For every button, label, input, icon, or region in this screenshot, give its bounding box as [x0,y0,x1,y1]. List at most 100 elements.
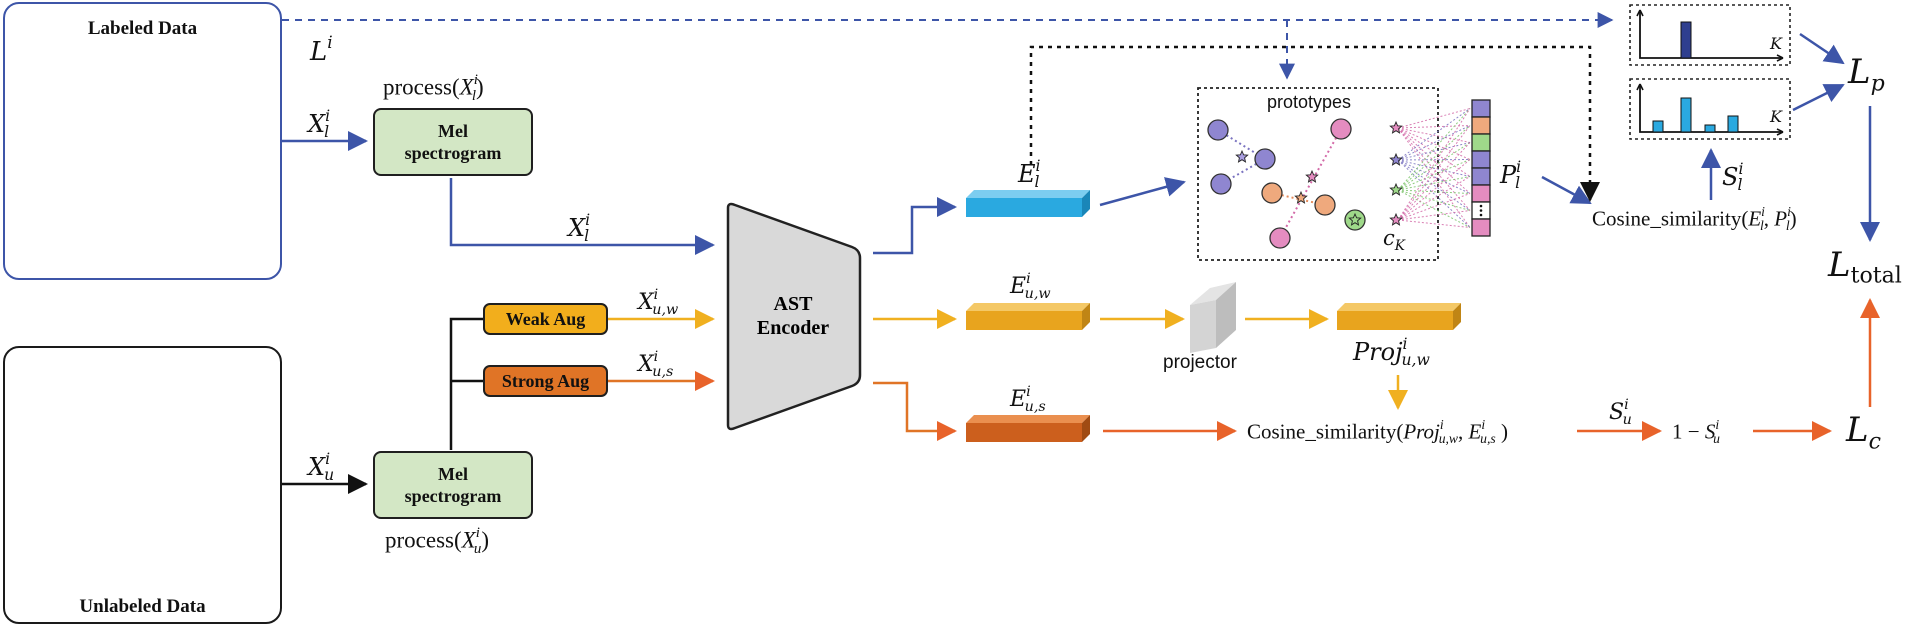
proj-embedding-bar [1337,303,1461,330]
label-S-u: Siu [1609,397,1632,428]
prototype-edge [1279,128,1342,239]
prototype-fan-edge [1397,142,1471,221]
El-to-prototypes-arrow [1099,177,1186,207]
ast-encoder-shape [726,202,862,431]
label-c-K: cK [1383,226,1405,254]
class-prototype-star-icon [1389,212,1403,226]
prototype-node [1261,182,1283,204]
El-dotted-arrow [1029,45,1600,202]
prototype-fan-edge [1397,127,1471,177]
labeled-data-title: Labeled Data [87,18,198,39]
centroid-star-icon [1348,212,1362,226]
prototype-node [1207,119,1229,141]
prototype-cell [1471,184,1491,203]
mel-to-encoder-arrow [449,178,715,255]
label-X-l-mid: Xil [568,211,591,246]
prototype-fan-edge [1397,159,1471,194]
prototype-fan-edge [1397,127,1471,228]
mel-spectrogram-labeled: Mel spectrogram [373,108,533,176]
prototype-fan-edge [1397,142,1471,161]
unlabeled-data-title: Unlabeled Data [79,596,206,617]
label-X-uw: Xiu,w [638,287,679,318]
label-X-us: Xiu,s [638,349,674,380]
prototype-fan-edge [1397,125,1471,129]
hist1-to-Lp-arrow [1799,32,1845,65]
cosine-similarity-unlabeled: Cosine_similarity(Projiu,w, Eiu,s ) [1247,417,1508,447]
label-L-p: Lp [1848,52,1885,97]
prototype-fan-edge [1397,159,1471,177]
prototype-cell [1471,116,1491,135]
prototype-fan-edge [1397,108,1471,161]
prototype-fan-edge [1397,176,1471,191]
prototype-fan-edge [1397,219,1471,228]
prototype-node [1254,148,1276,170]
centroid-star-icon [1305,169,1319,183]
prototype-fan-edge [1397,108,1471,221]
prototype-fan-edge [1397,127,1471,160]
label-S-l: Sil [1722,160,1744,195]
El-embedding-bar [966,190,1090,217]
label-process-u: process(Xiu) [385,525,489,557]
mel-spectrogram-unlabeled: Mel spectrogram [373,451,533,519]
cosine-similarity-labeled: Cosine_similarity(Eil, Pil) [1592,204,1797,234]
projector-label: projector [1163,352,1237,373]
label-L-total: Ltotal [1828,245,1902,289]
prototype-fan-edge [1397,193,1471,221]
prototype-fan-edge [1397,127,1471,143]
mel-to-aug-branch [449,317,483,450]
prototype-fan-edge [1397,125,1471,221]
unlabeled-data-panel: Unlabeled Data [3,346,282,624]
label-E-us: Eiu,s [1010,384,1046,415]
prototype-cell [1471,150,1491,169]
label-L-c: Lc [1846,410,1881,455]
prototype-fan-edge [1397,108,1471,129]
prototype-fan-edge [1397,127,1471,194]
prototype-fan-edge [1397,125,1471,191]
prototype-fan-edge [1397,159,1471,161]
label-X-u-input: Xiu [308,450,335,485]
class-prototype-star-icon [1389,182,1403,196]
prototype-cell [1471,218,1491,237]
prototype-fan-edge [1397,189,1471,211]
hist1-axis-K: K [1770,34,1782,53]
label-E-l: Eil [1018,157,1041,192]
prototype-node [1269,227,1291,249]
centroid-star-icon [1235,149,1249,163]
prototype-cell [1471,133,1491,152]
ast-encoder-label: AST Encoder [756,293,830,339]
prototype-cell [1471,99,1491,118]
prototype-vector-column [1389,99,1491,237]
centroid-star-icon [1294,190,1308,204]
labels-histogram [1629,4,1791,66]
label-X-l-input: Xil [308,107,331,142]
Eus-embedding-bar [966,415,1090,442]
strong-aug-block: Strong Aug [483,365,608,397]
similarity-histogram [1629,78,1791,140]
class-prototype-star-icon [1389,120,1403,134]
prototype-fan-edge [1397,210,1471,221]
hist2-to-Lp-arrow [1792,83,1845,112]
prototypes-label: prototypes [1267,92,1352,112]
prototype-fan-edge [1397,189,1471,194]
prototype-fan-edge [1397,125,1471,161]
class-prototype-star-icon [1389,152,1403,166]
prototype-fan-edge [1397,159,1471,211]
label-L-i: Li [310,32,333,67]
prototype-fan-edge [1397,159,1471,228]
prototype-graph [1207,118,1366,249]
encoder-to-Eus-arrow [873,381,957,441]
label-one-minus-S-u: 1 − Siu [1672,417,1720,447]
prototype-node [1330,118,1352,140]
Pl-to-cosine-arrow [1541,175,1592,205]
prototype-fan-edge [1397,159,1471,191]
label-E-uw: Eiu,w [1010,271,1051,302]
prototype-cell [1471,167,1491,186]
hist2-axis-K: K [1770,107,1782,126]
label-P-l: Pil [1500,158,1522,193]
projector-block [1190,282,1236,353]
Euw-embedding-bar [966,303,1090,330]
prototype-edge [1220,158,1266,185]
prototype-node [1210,173,1232,195]
labeled-data-panel: Labeled Data [3,2,282,280]
